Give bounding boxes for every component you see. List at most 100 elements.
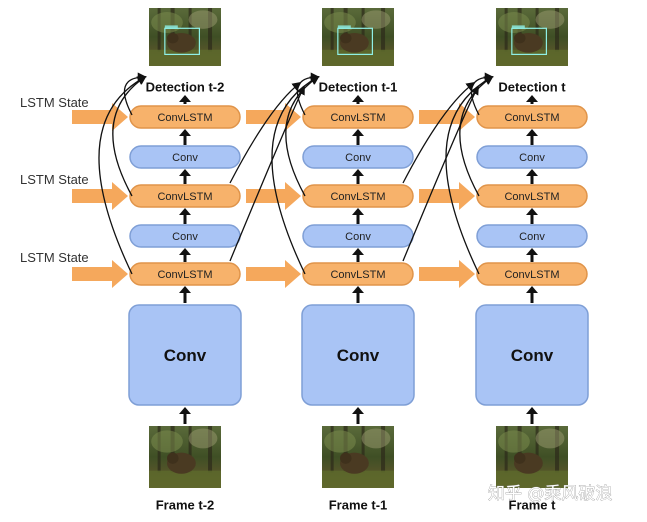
detection-image-t-tree-trunk	[535, 8, 539, 52]
detection-image-t-1-detection-tag	[337, 25, 351, 29]
frame-image-t-1-foliage	[361, 428, 391, 449]
arrow-conv-to-convlstm-top-t-2-head	[179, 129, 191, 136]
lstm-state-label-bottom: LSTM State	[20, 250, 89, 265]
conv-small-label-t-1-lower: Conv	[345, 231, 371, 243]
convlstm-label-t-top: ConvLSTM	[504, 112, 559, 124]
detection-image-t-1-bear-head	[340, 32, 352, 44]
carry-arrow-middle-t	[402, 81, 476, 184]
frame-image-t-2-foliage	[188, 428, 218, 449]
lstm-state-arrow-input-middle	[72, 182, 128, 210]
arrow-convlstm-mid-to-conv-t-head	[526, 169, 538, 176]
conv-small-box-t-upper	[476, 145, 588, 169]
detection-image-t-1-foliage	[324, 12, 356, 33]
conv-big-label-t: Conv	[511, 346, 554, 365]
detection-image-t-1-foliage	[361, 10, 391, 29]
lstm-state-arrow-t2-to-t1-middle	[246, 182, 301, 210]
convlstm-label-t-1-middle: ConvLSTM	[330, 191, 385, 203]
detection-image-t-foliage	[535, 10, 565, 29]
arrow-convlstm-bottom-to-conv-t-1-head	[352, 248, 364, 255]
carry-arrow-bottom-t	[402, 85, 479, 262]
frame-image-t-tree-trunk	[535, 426, 539, 473]
frame-image-t-2-bear-head	[167, 452, 179, 464]
frame-image-t-1-bear-head	[340, 452, 352, 464]
lstm-state-arrow-t1-to-t-bottom	[419, 260, 475, 288]
arrow-to-detection-t-head	[526, 95, 538, 102]
detection-image-t-detection-tag	[511, 25, 525, 29]
convlstm-box-t-2-middle	[129, 184, 241, 208]
skip-arrow-middle-t-1	[285, 75, 320, 197]
detection-label-t-2: Detection t-2	[146, 80, 225, 95]
lstm-state-arrow-t1-to-t-middle	[419, 182, 475, 210]
arrow-conv-to-convlstm-mid-t-2-head	[179, 208, 191, 215]
arrow-frame-to-conv-t-1-head	[352, 407, 364, 414]
skip-arrow-middle-t-2	[112, 75, 147, 197]
arrow-conv-to-convlstm-top-t-head	[526, 129, 538, 136]
frame-label-t-2: Frame t-2	[156, 498, 215, 513]
convlstm-box-t-1-middle	[302, 184, 414, 208]
lstm-state-label-middle: LSTM State	[20, 172, 89, 187]
detection-image-t-1-tree-trunk	[381, 8, 386, 52]
detection-image-t-2	[149, 8, 221, 66]
detection-label-t: Detection t	[498, 80, 566, 95]
arrow-convlstm-bottom-to-conv-t-2-head	[179, 248, 191, 255]
convlstm-box-t-1-top	[302, 105, 414, 129]
arrow-conv-to-convlstm-top-t-1-head	[352, 129, 364, 136]
detection-image-t-2-detection-box	[164, 27, 200, 55]
conv-small-label-t-2-upper: Conv	[172, 152, 198, 164]
frame-image-t-tree-trunk	[555, 426, 560, 473]
frame-image-t-foliage	[535, 428, 565, 449]
conv-small-box-t-2-upper	[129, 145, 241, 169]
arrow-conv-to-convlstm-mid-t-head	[526, 208, 538, 215]
arrow-conv-big-to-convlstm-t-1-head	[352, 286, 364, 293]
frame-image-t-1-tree-trunk	[361, 426, 365, 473]
arrow-convlstm-bottom-to-conv-t-head	[526, 248, 538, 255]
frame-image-t-1-ground	[322, 470, 394, 488]
frame-image-t	[496, 426, 568, 488]
convlstm-label-t-bottom: ConvLSTM	[504, 269, 559, 281]
frame-label-t-1: Frame t-1	[329, 498, 388, 513]
conv-small-box-t-lower	[476, 224, 588, 248]
frame-label-t: Frame t	[509, 498, 557, 513]
lstm-state-arrow-t2-to-t1-bottom	[246, 260, 301, 288]
convlstm-label-t-2-bottom: ConvLSTM	[157, 269, 212, 281]
lstm-state-arrow-t1-to-t-top	[419, 103, 475, 131]
conv-small-box-t-1-upper	[302, 145, 414, 169]
frame-image-t-1-tree-trunk	[381, 426, 386, 473]
arrow-to-detection-t-1-head	[352, 95, 364, 102]
convlstm-box-t-bottom	[476, 262, 588, 286]
convlstm-box-t-middle	[476, 184, 588, 208]
skip-arrow-middle-t	[459, 75, 494, 197]
conv-big-box-t-1	[301, 304, 415, 406]
detection-image-t-2-tree-trunk	[208, 8, 213, 52]
conv-small-label-t-lower: Conv	[519, 231, 545, 243]
detection-image-t-detection-box	[511, 27, 547, 55]
convlstm-box-t-1-bottom	[302, 262, 414, 286]
detection-image-t-tree-trunk	[555, 8, 560, 52]
conv-big-box-t	[475, 304, 589, 406]
arrow-convlstm-mid-to-conv-t-2-head	[179, 169, 191, 176]
watermark-text: 知乎 @乘风破浪	[488, 484, 612, 504]
detection-image-t-2-foliage	[188, 10, 218, 29]
skip-arrow-bottom-t-2	[98, 76, 147, 275]
detection-image-t-2-detection-tag	[164, 25, 178, 29]
conv-big-box-t-2	[128, 304, 242, 406]
convlstm-box-t-2-top	[129, 105, 241, 129]
carry-arrow-middle-t-1	[229, 81, 302, 184]
convlstm-box-t-2-bottom	[129, 262, 241, 286]
convlstm-box-t-top	[476, 105, 588, 129]
arrow-conv-big-to-convlstm-t-head	[526, 286, 538, 293]
lstm-state-arrow-t2-to-t1-top	[246, 103, 301, 131]
frame-image-t-bear-head	[514, 452, 526, 464]
arrow-conv-to-convlstm-mid-t-1-head	[352, 208, 364, 215]
lstm-state-arrow-input-bottom	[72, 260, 128, 288]
arrow-frame-to-conv-t-2-head	[179, 407, 191, 414]
frame-image-t-2-tree-trunk	[188, 426, 192, 473]
conv-small-label-t-1-upper: Conv	[345, 152, 371, 164]
detection-image-t-1-tree-trunk	[361, 8, 365, 52]
arrow-conv-big-to-convlstm-t-2-head	[179, 286, 191, 293]
detection-image-t	[496, 8, 568, 66]
conv-small-label-t-upper: Conv	[519, 152, 545, 164]
lstm-state-label-top: LSTM State	[20, 95, 89, 110]
